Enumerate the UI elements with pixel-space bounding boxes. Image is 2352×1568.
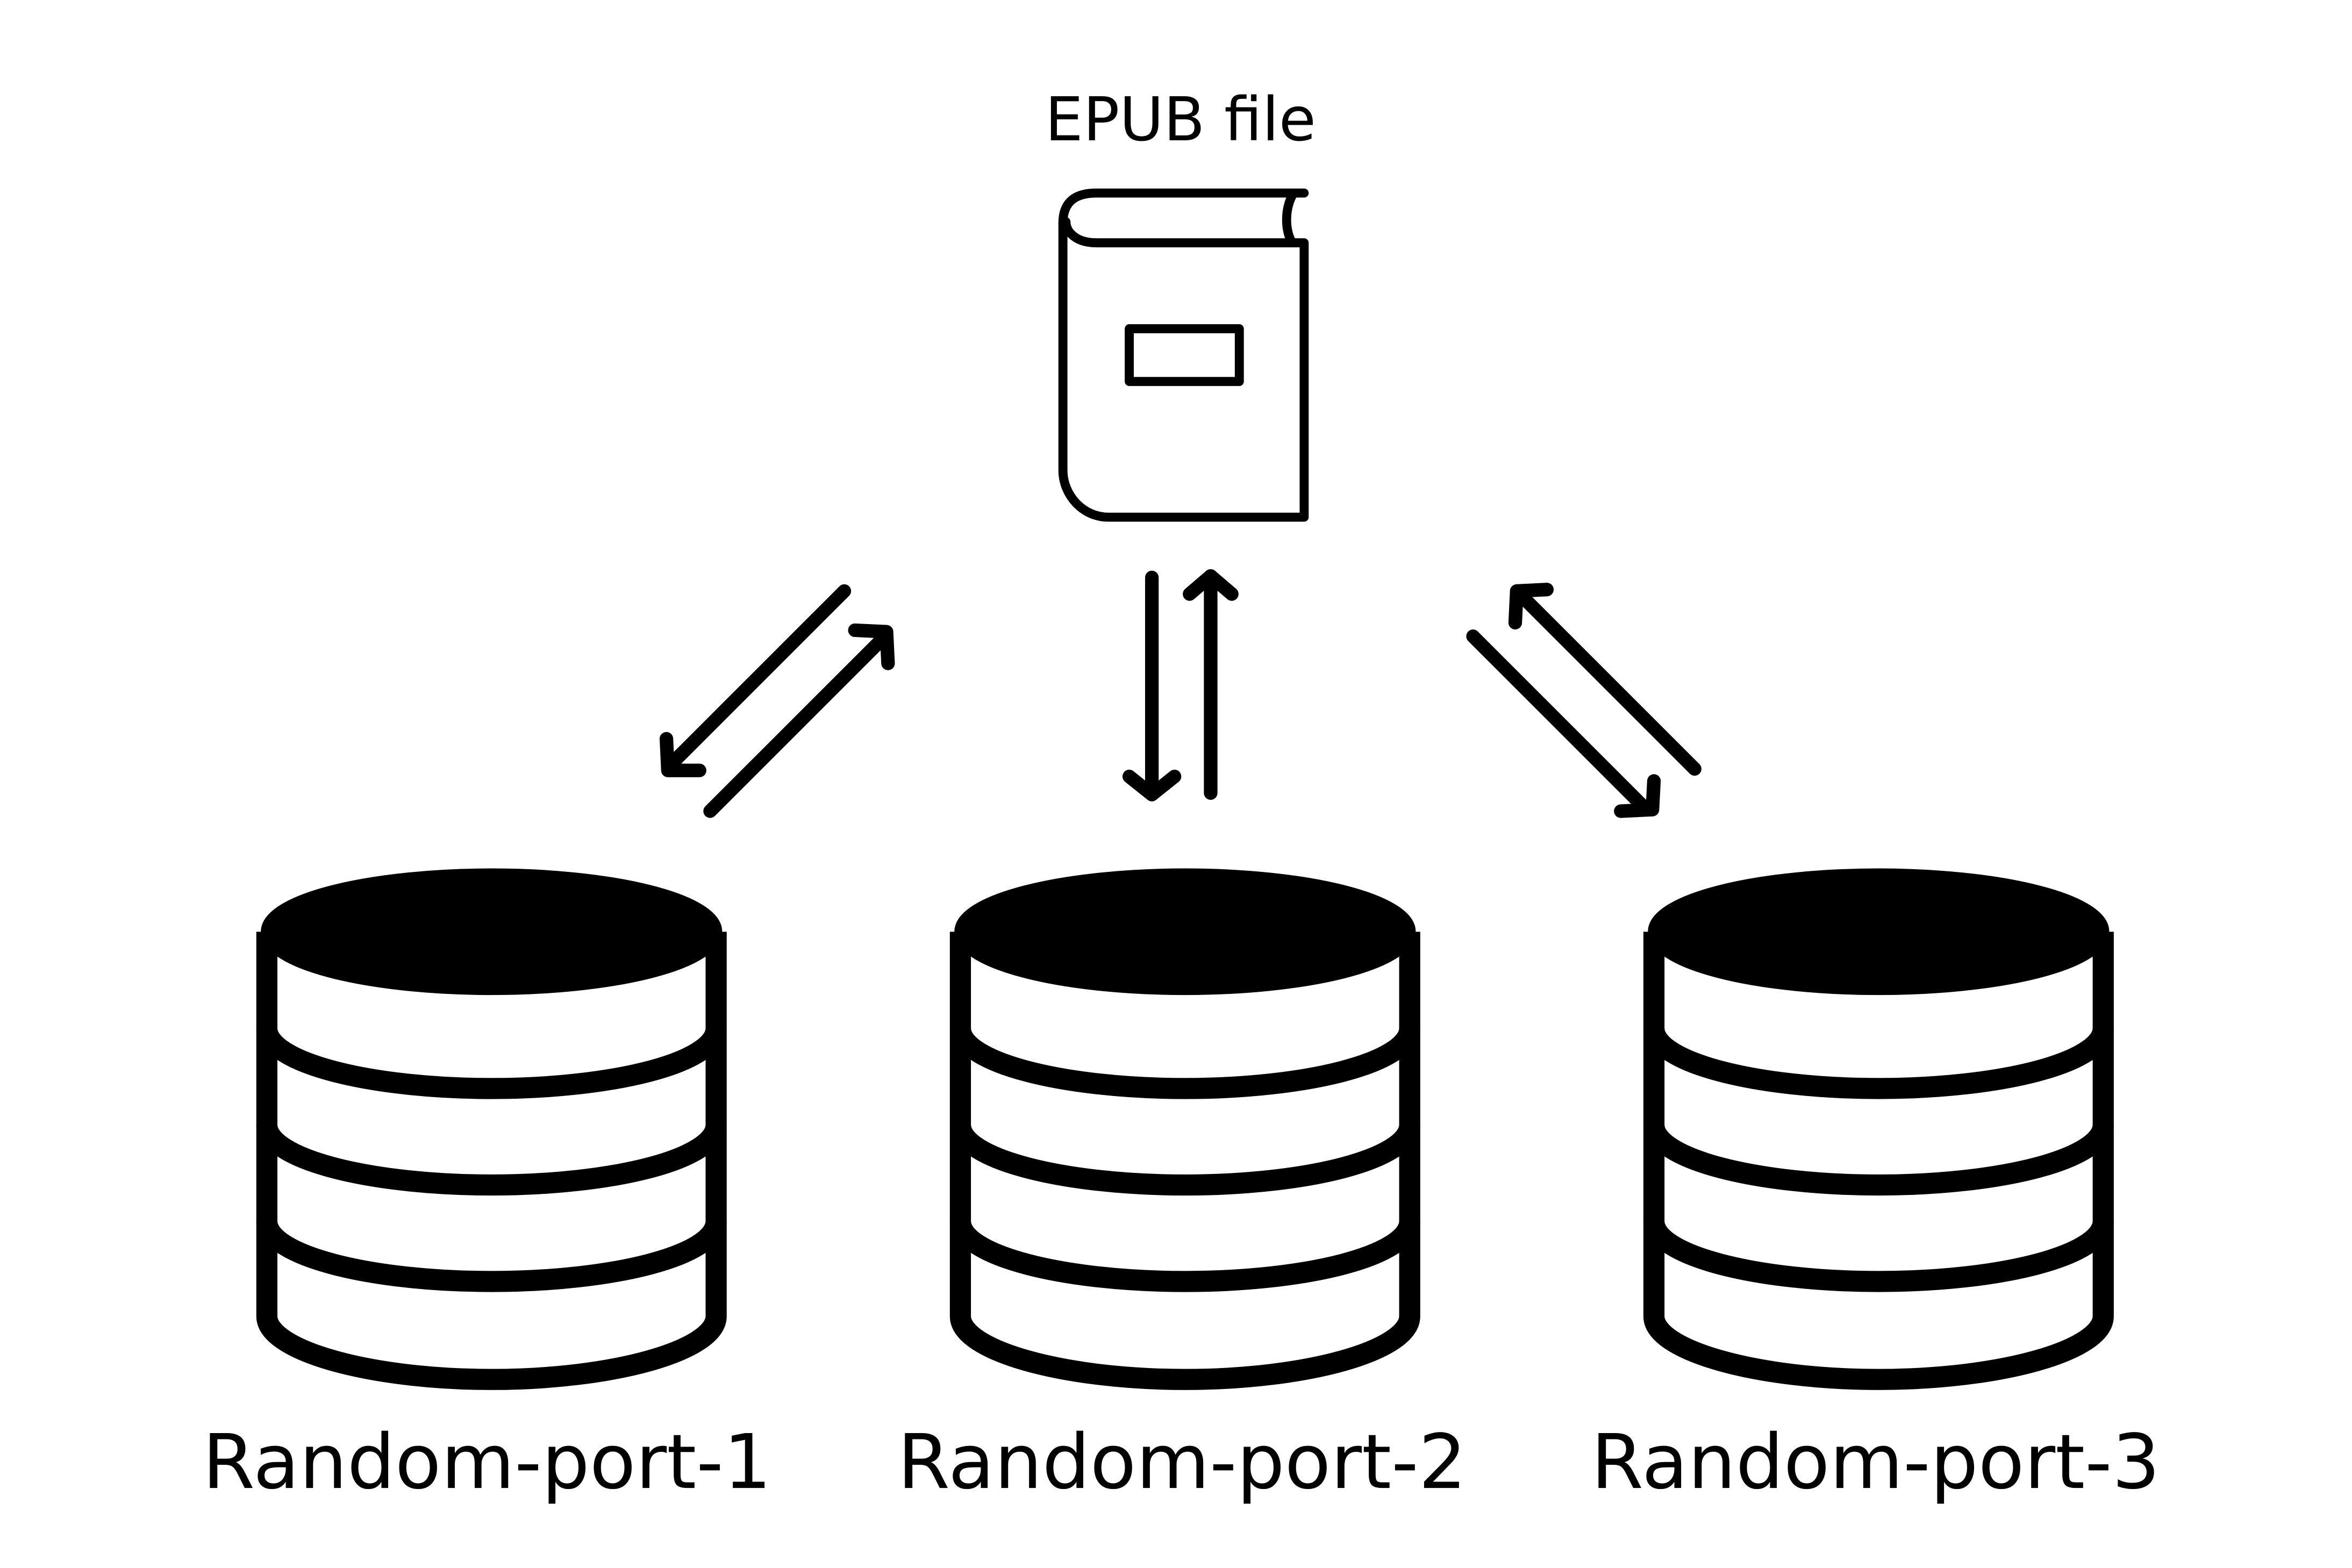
arrow-from-random-port-1 xyxy=(703,632,889,818)
arrow-pair-center xyxy=(1122,569,1239,801)
arrowhead-down xyxy=(1122,769,1182,801)
node-label-random-port-1: Random-port-1 xyxy=(203,1419,771,1506)
database-icon xyxy=(1643,868,2114,1390)
arrow-from-random-port-3 xyxy=(1515,590,1702,776)
arrowhead-down-left xyxy=(659,732,706,777)
node-label-random-port-2: Random-port-2 xyxy=(898,1419,1467,1506)
arrowhead-up-right xyxy=(848,623,895,670)
arrow-to-random-port-1 xyxy=(666,584,852,770)
node-label-random-port-3: Random-port-3 xyxy=(1591,1419,2160,1506)
arrow-pair-left xyxy=(659,584,895,818)
arrowhead-up-left xyxy=(1508,583,1554,630)
database-icon xyxy=(256,868,727,1390)
arrowhead-up xyxy=(1183,569,1239,601)
arrow-to-random-port-3 xyxy=(1466,629,1652,815)
arrow-pair-right xyxy=(1466,583,1702,818)
book-icon xyxy=(1058,188,1309,522)
database-icon xyxy=(949,868,1420,1390)
source-label: EPUB file xyxy=(1045,85,1316,155)
arrowhead-down-right xyxy=(1614,774,1661,818)
